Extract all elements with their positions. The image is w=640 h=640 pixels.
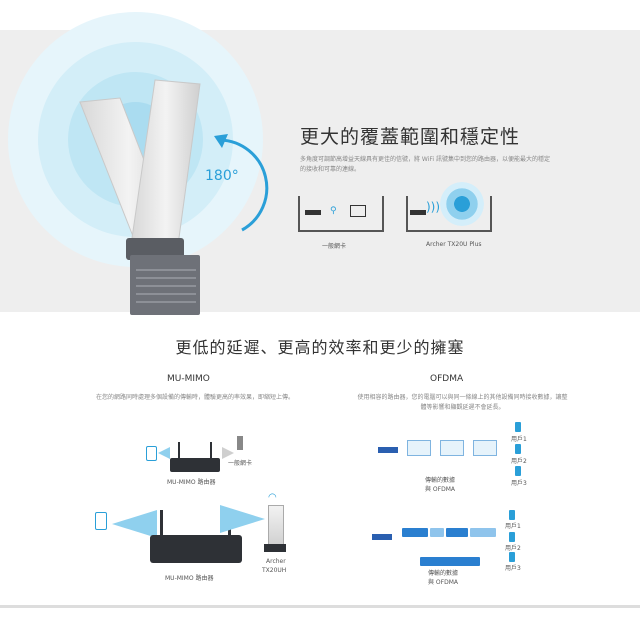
phone-icon [146, 446, 157, 461]
archer-label-line2: TX20UH [262, 567, 287, 574]
router-icon [410, 210, 426, 215]
wifi-wave-icon: ))) [426, 200, 441, 214]
device-icon [509, 552, 515, 562]
mumimo-router-large [150, 535, 242, 563]
device-icon [515, 422, 521, 432]
ofdma-caption2: 與 OFDMA [425, 486, 455, 493]
signal-ring-icon [440, 182, 484, 226]
ofdma2-user2-label: 用戶2 [505, 545, 521, 552]
rotate-arrow-icon [214, 134, 269, 232]
mumimo-description: 在您的網路同時處理多個設備的傳輸時，體驗更高的率效果，即縮短上傳。 [95, 394, 294, 401]
device-icon [515, 466, 521, 476]
ofdma-description: 使用相容的路由器，您的電腦可以與同一條線上的其他設備同時接收數據，讓整體等影響和… [357, 394, 568, 411]
wifi-icon: ⚲ [330, 206, 337, 216]
ofdma-title: OFDMA [430, 374, 464, 384]
arrow-right-icon [220, 505, 265, 533]
rotation-label: 180° [205, 168, 239, 184]
data-bar [420, 557, 480, 566]
compare-caption-normal: 一般網卡 [322, 243, 347, 250]
data-block [402, 528, 428, 537]
data-block [430, 528, 444, 537]
ofdma-user1-label: 用戶1 [511, 436, 527, 443]
ofdma-caption1: 傳輸的數據 [425, 477, 456, 484]
antenna-icon [210, 442, 212, 458]
bottom-divider [0, 605, 640, 608]
router-icon [305, 210, 321, 215]
mumimo-client-label: 一般網卡 [228, 460, 253, 467]
compare-room-normal [298, 196, 384, 232]
wifi-icon: ◠ [268, 492, 277, 503]
ofdma2-user3-label: 用戶3 [505, 565, 521, 572]
archer-label-line1: Archer [266, 558, 286, 565]
section-title: 更低的延遲、更高的效率和更少的擁塞 [175, 338, 465, 357]
mumimo-router [170, 458, 220, 472]
ofdma-user2-label: 用戶2 [511, 458, 527, 465]
device-icon [515, 444, 521, 454]
phone-icon [95, 512, 107, 530]
device-icon [509, 510, 515, 520]
truck-icon [407, 440, 431, 456]
antenna-icon [178, 442, 180, 458]
usb-adapter-icon [237, 436, 243, 450]
arrow-right-icon [222, 447, 234, 459]
mumimo-router-label-2: MU-MIMO 路由器 [165, 575, 214, 582]
arrow-left-icon [158, 447, 170, 459]
mumimo-title: MU-MIMO [167, 374, 210, 384]
ofdma2-caption2: 與 OFDMA [428, 579, 458, 586]
archer-adapter-icon [268, 505, 284, 547]
data-block [470, 528, 496, 537]
device-icon [509, 532, 515, 542]
ofdma2-caption1: 傳輸的數據 [428, 570, 459, 577]
adapter-antenna-image [79, 79, 201, 315]
hero-description: 多角度可調節高增益天線具有更佳的信號，將 WiFi 訊號集中到您的路由器，以便能… [300, 156, 550, 173]
truck-icon [473, 440, 497, 456]
antenna-icon [160, 510, 163, 536]
compare-room-archer [406, 196, 492, 232]
adapter-base-icon [264, 544, 286, 552]
computer-icon [350, 205, 366, 217]
ofdma-user3-label: 用戶3 [511, 480, 527, 487]
ofdma-router-icon [372, 534, 392, 540]
truck-icon [440, 440, 464, 456]
data-block [446, 528, 468, 537]
arrow-left-icon [112, 510, 157, 538]
compare-caption-archer: Archer TX20U Plus [426, 241, 482, 248]
ofdma2-user1-label: 用戶1 [505, 523, 521, 530]
ofdma-router-icon [378, 447, 398, 453]
hero-headline: 更大的覆蓋範圍和穩定性 [300, 126, 521, 148]
mumimo-router-label: MU-MIMO 路由器 [167, 479, 216, 486]
